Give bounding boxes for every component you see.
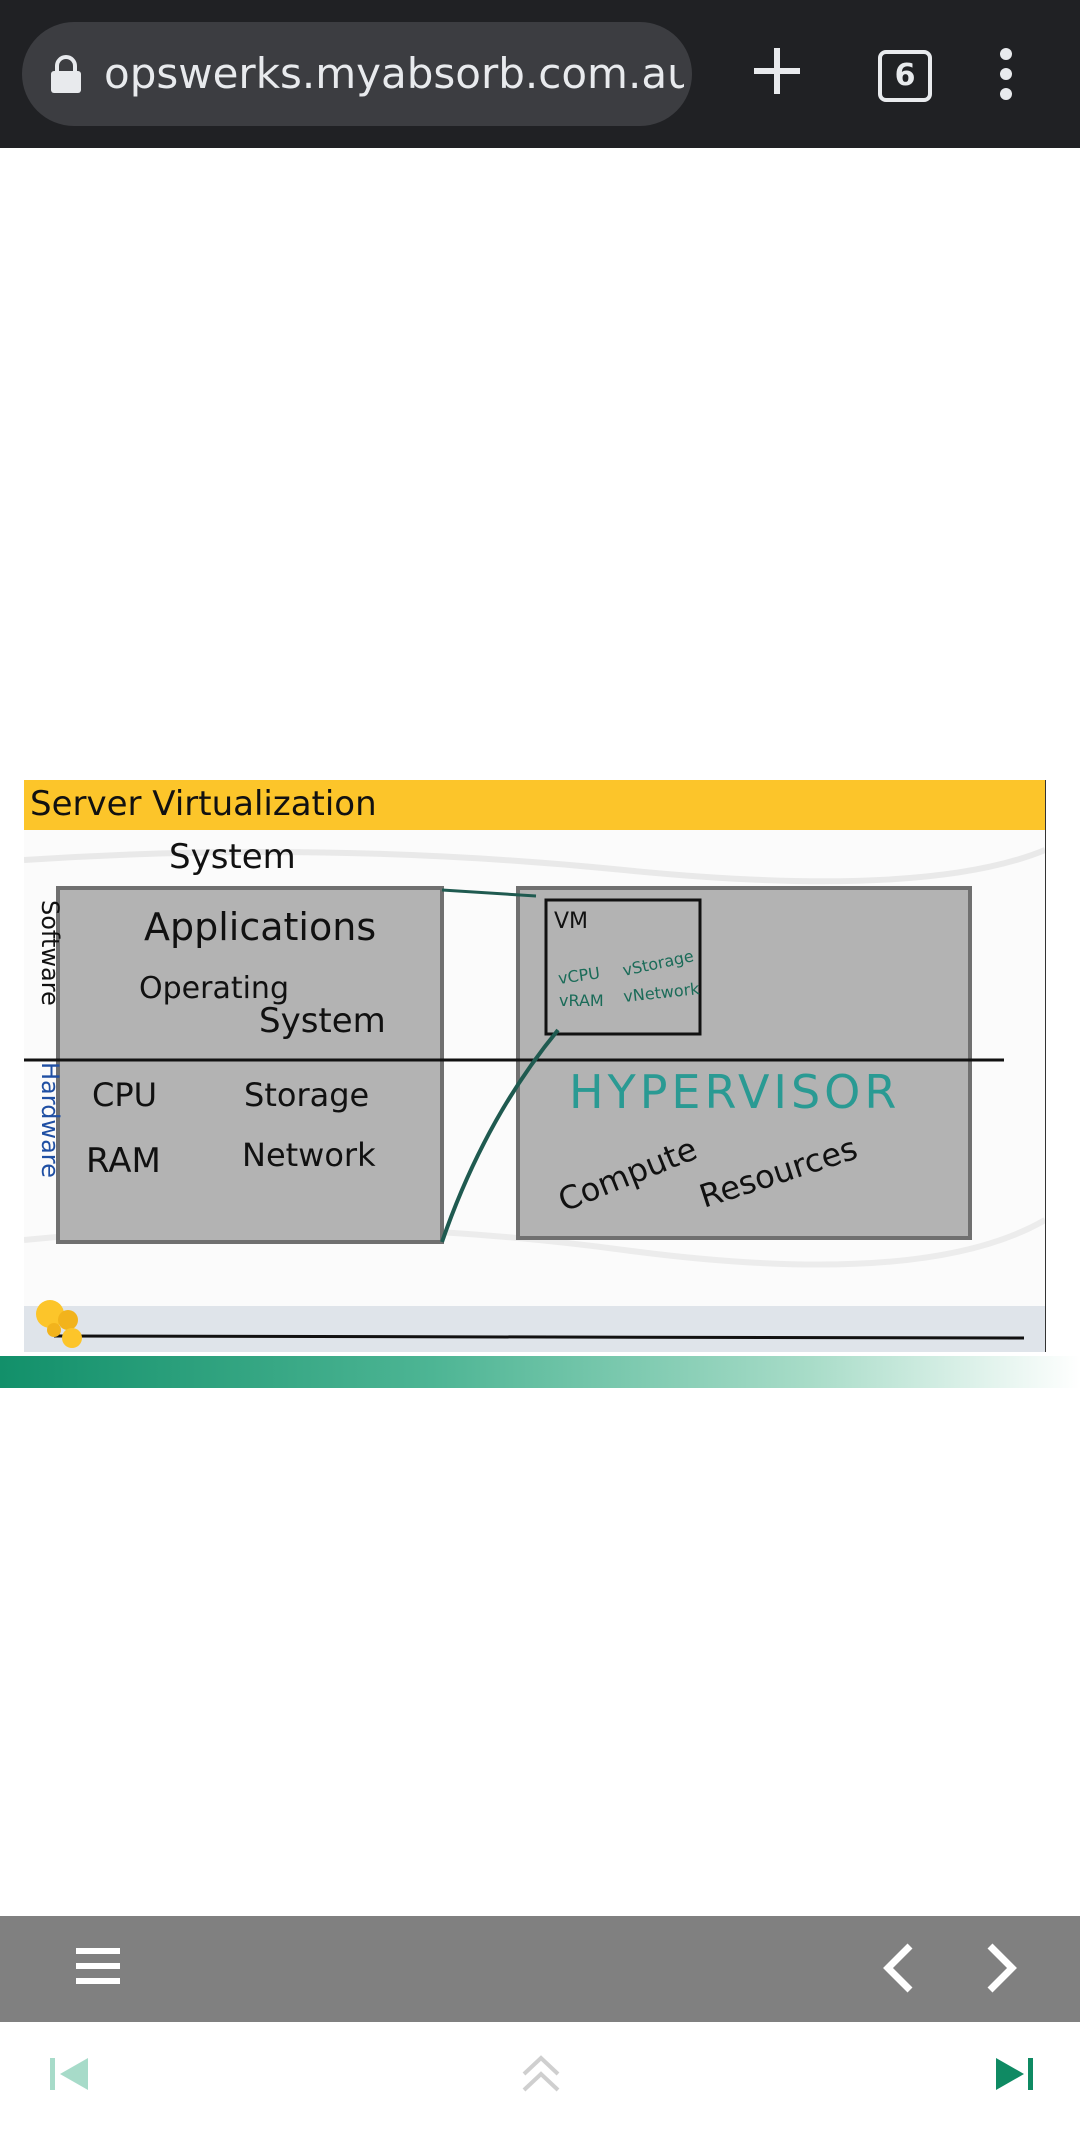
lock-icon: [51, 55, 81, 93]
slide-footer-strip: [24, 1306, 1045, 1352]
brand-logo-icon: [36, 1300, 82, 1348]
address-bar[interactable]: opswerks.myabsorb.com.au: [22, 22, 692, 126]
chevron-right-icon[interactable]: [984, 1942, 1020, 1994]
slide-title-banner: [24, 780, 1045, 830]
software-side-label: Software: [36, 900, 64, 1006]
slide-title: Server Virtualization: [30, 784, 377, 824]
host-box: [516, 886, 972, 1240]
network-label: Network: [242, 1136, 376, 1174]
vm-box: [544, 898, 702, 1036]
course-navigation-bar: [0, 2022, 1080, 2131]
url-text[interactable]: opswerks.myabsorb.com.au: [104, 49, 684, 98]
skip-to-start-icon[interactable]: [50, 2056, 90, 2092]
chevron-left-icon[interactable]: [880, 1942, 916, 1994]
cpu-label: CPU: [92, 1076, 157, 1114]
storage-label: Storage: [244, 1076, 369, 1114]
skip-to-end-icon[interactable]: [994, 2056, 1034, 2092]
new-tab-icon[interactable]: [750, 44, 804, 98]
tab-switcher-button[interactable]: 6: [878, 50, 932, 102]
double-chevron-up-icon[interactable]: [520, 2052, 562, 2094]
system-box: [56, 886, 444, 1244]
hypervisor-label: HYPERVISOR: [569, 1065, 900, 1119]
system-label: System: [169, 837, 296, 877]
more-options-icon[interactable]: [996, 48, 1016, 100]
hamburger-menu-icon[interactable]: [76, 1946, 120, 1986]
slide-diagram: System Applications Operating System CPU…: [24, 837, 1045, 1348]
vm-label: VM: [554, 909, 588, 934]
applications-label: Applications: [144, 905, 376, 949]
slide-canvas: Server Virtualization System Application…: [24, 780, 1046, 1352]
ram-label: RAM: [86, 1141, 161, 1181]
vram-label: vRAM: [559, 991, 604, 1010]
browser-toolbar: opswerks.myabsorb.com.au 6: [0, 0, 1080, 148]
hardware-side-label: Hardware: [36, 1062, 64, 1178]
system-os-label: System: [259, 1001, 386, 1041]
player-toolbar: [0, 1916, 1080, 2022]
operating-label: Operating: [139, 971, 289, 1006]
slide-progress-bar: [0, 1356, 1080, 1388]
